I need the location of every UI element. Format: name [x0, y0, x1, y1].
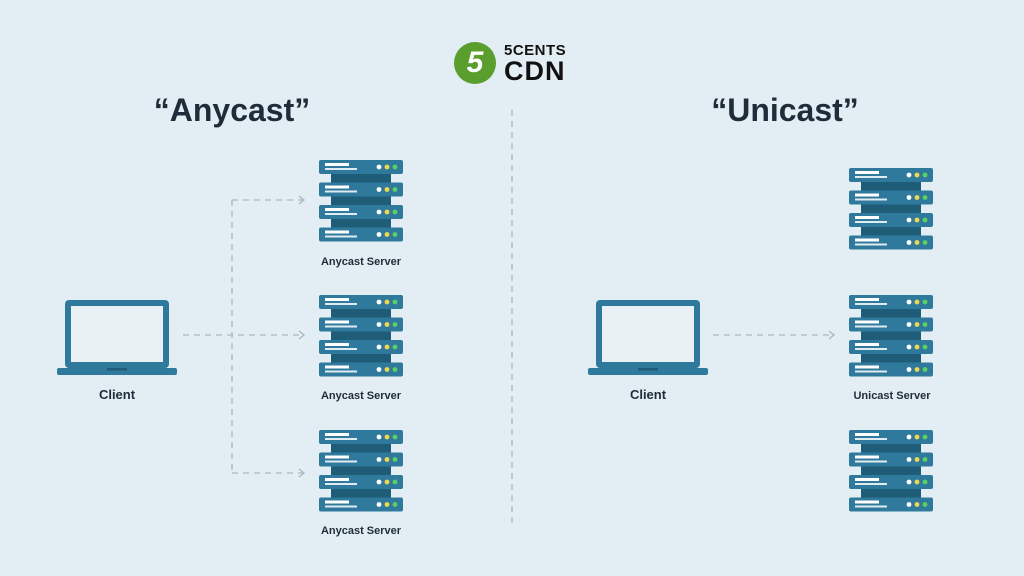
- brand-logo: 5 5CENTS CDN: [454, 40, 579, 86]
- logo-name-bottom: CDN: [504, 56, 566, 86]
- logo-name-top: 5CENTS: [504, 42, 567, 59]
- unicast-server-label: Unicast Server: [853, 390, 931, 402]
- unicast-server-icon-2: [849, 295, 933, 377]
- anycast-server-icon-1: [319, 160, 403, 242]
- anycast-link-top-arrowhead: [298, 195, 306, 205]
- anycast-server-icon-3: [319, 430, 403, 512]
- unicast-client-laptop-icon: [588, 300, 708, 375]
- anycast-server-label-1: Anycast Server: [320, 256, 402, 268]
- anycast-heading: “Anycast”: [153, 92, 311, 128]
- unicast-server-icon-3: [849, 430, 933, 512]
- unicast-heading: “Unicast”: [711, 92, 859, 128]
- unicast-link-arrowhead: [828, 330, 836, 340]
- anycast-server-label-3: Anycast Server: [320, 525, 402, 537]
- anycast-client-laptop-icon: [57, 300, 177, 375]
- unicast-server-icon-1: [849, 168, 933, 250]
- unicast-client-label: Client: [629, 387, 667, 402]
- anycast-link-middle-arrowhead: [298, 330, 306, 340]
- anycast-server-label-2: Anycast Server: [320, 390, 402, 402]
- anycast-server-icon-2: [319, 295, 403, 377]
- anycast-link-bottom-arrowhead: [298, 468, 306, 478]
- anycast-client-label: Client: [98, 387, 136, 402]
- logo-badge: 5: [454, 42, 496, 84]
